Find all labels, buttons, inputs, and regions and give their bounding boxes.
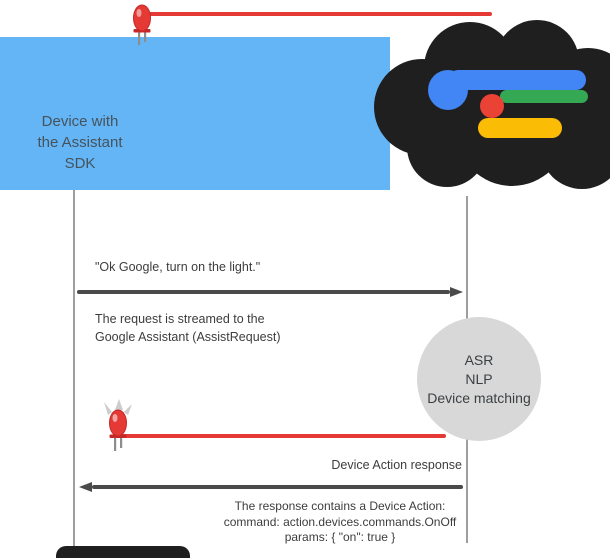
footer-note-line1: The response contains a Device Action: (234, 499, 446, 513)
google-logo-icon (428, 70, 588, 138)
device-box: Device with the Assistant SDK (0, 37, 390, 190)
assistant-processing-circle: ASR NLP Device matching (417, 317, 541, 441)
user-utterance-label: "Ok Google, turn on the light." (95, 260, 261, 274)
device-base-shape (56, 546, 190, 558)
device-box-label-line3: SDK (64, 155, 96, 172)
device-box-label: Device with the Assistant SDK (6, 111, 154, 174)
led-off-icon (133, 4, 151, 45)
request-label-line1: The request is streamed to the (95, 312, 265, 326)
processing-line-nlp: NLP (465, 370, 493, 387)
request-label-line2: Google Assistant (AssistRequest) (95, 330, 281, 344)
device-box-label-line2: the Assistant (37, 134, 123, 151)
device-lifeline (73, 190, 75, 547)
response-arrow (79, 481, 463, 493)
footer-note-line2: command: action.devices.commands.OnOff (223, 514, 457, 529)
response-arrow-line (92, 485, 463, 489)
led-on-icon (104, 399, 132, 451)
request-arrowhead-icon (450, 287, 463, 297)
request-arrow-line (77, 290, 450, 294)
footer-note: The response contains a Device Action: c… (172, 499, 508, 546)
request-arrow (77, 286, 463, 298)
led-wire-bottom (114, 434, 446, 438)
device-box-label-line1: Device with (41, 113, 119, 130)
led-glow-rays-icon (104, 399, 132, 415)
led-wire-top (146, 12, 492, 16)
google-assistant-cloud-icon (374, 20, 610, 189)
footer-note-line3: params: { "on": true } (284, 530, 396, 544)
response-arrowhead-icon (79, 482, 92, 492)
processing-line-device-matching: Device matching (427, 389, 531, 406)
response-label: Device Action response (331, 458, 462, 472)
processing-line-asr: ASR (464, 351, 494, 368)
request-label: The request is streamed to the Google As… (95, 310, 281, 346)
